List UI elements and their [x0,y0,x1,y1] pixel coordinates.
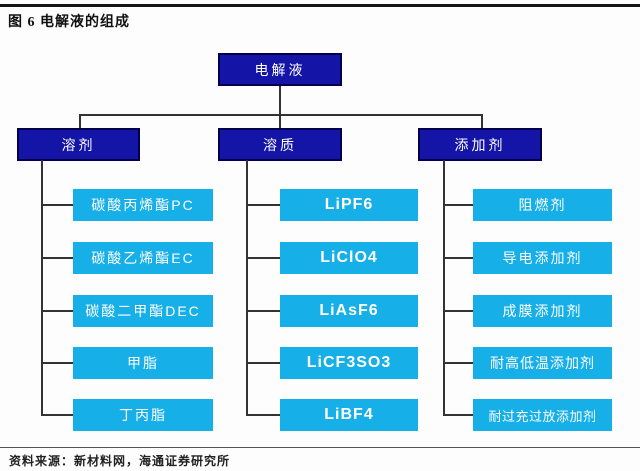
node-label: 耐过充过放添加剂 [488,408,597,424]
connector-stub [246,310,280,312]
connector-stub [41,204,73,206]
node-label: 阻燃剂 [518,197,567,213]
connector-trunk-additive [443,160,445,416]
figure-title: 图 6 电解液的组成 [8,15,130,30]
connector-drop-solvent [79,114,81,129]
connector-stub [443,414,473,416]
connector-stub [443,257,473,259]
connector-drop-additive [481,114,483,129]
connector-trunk-solvent [41,160,43,416]
node-label: 添加剂 [454,136,506,153]
node-leaf-pc: 碳酸丙烯酯PC [73,189,213,221]
node-label: 溶剂 [61,136,96,153]
node-leaf-ec: 碳酸乙烯酯EC [73,242,213,274]
connector-stub [246,362,280,364]
node-leaf-methyl-ester: 甲脂 [73,347,213,379]
node-leaf-conductive-additive: 导电添加剂 [473,242,612,274]
node-leaf-lipf6: LiPF6 [280,189,418,221]
connector-stub [41,414,73,416]
node-root-electrolyte: 电解液 [218,53,342,86]
node-leaf-liclo4: LiClO4 [280,242,418,274]
top-rule [0,4,640,7]
node-leaf-dec: 碳酸二甲酯DEC [73,295,213,327]
node-label: 溶质 [263,136,297,153]
node-label: 碳酸二甲酯DEC [85,303,201,319]
connector-stub [443,310,473,312]
node-leaf-liasf6: LiAsF6 [280,295,418,327]
node-label: 碳酸丙烯酯PC [91,197,195,213]
connector-stub [41,362,73,364]
connector-stub [443,362,473,364]
node-label: LiCF3SO3 [306,354,392,371]
connector-stub [41,310,73,312]
connector-stub [443,204,473,206]
node-leaf-butyl-propyl-ester: 丁丙脂 [73,399,213,431]
connector-root-drop [279,86,281,115]
connector-trunk-solute [246,160,248,416]
connector-stub [246,414,280,416]
node-label: LiClO4 [320,249,378,266]
node-branch-additive: 添加剂 [418,128,542,161]
node-label: 耐高低温添加剂 [490,355,595,371]
connector-drop-solute [279,114,281,129]
node-label: 碳酸乙烯酯EC [91,250,195,266]
node-leaf-overcharge-overdischarge-additive: 耐过充过放添加剂 [473,399,612,431]
node-leaf-flame-retardant: 阻燃剂 [473,189,612,221]
connector-stub [41,257,73,259]
bottom-rule [0,447,640,448]
node-label: LiPF6 [324,196,374,213]
node-leaf-libf4: LiBF4 [280,399,418,431]
node-label: LiAsF6 [319,302,379,319]
source-note: 资料来源：新材料网，海通证券研究所 [9,454,231,468]
node-label: 导电添加剂 [502,250,583,266]
connector-stub [246,257,280,259]
node-leaf-licf3so3: LiCF3SO3 [280,347,418,379]
node-branch-solvent: 溶剂 [17,128,140,161]
node-leaf-film-forming-additive: 成膜添加剂 [473,295,612,327]
node-branch-solute: 溶质 [218,128,342,161]
node-label: 电解液 [254,61,306,78]
node-label: LiBF4 [324,406,374,423]
connector-stub [246,204,280,206]
node-label: 丁丙脂 [119,407,167,423]
connector-level1-rail [79,114,483,116]
node-label: 成膜添加剂 [502,303,583,319]
node-leaf-temperature-resistant-additive: 耐高低温添加剂 [473,347,612,379]
node-label: 甲脂 [127,355,159,371]
